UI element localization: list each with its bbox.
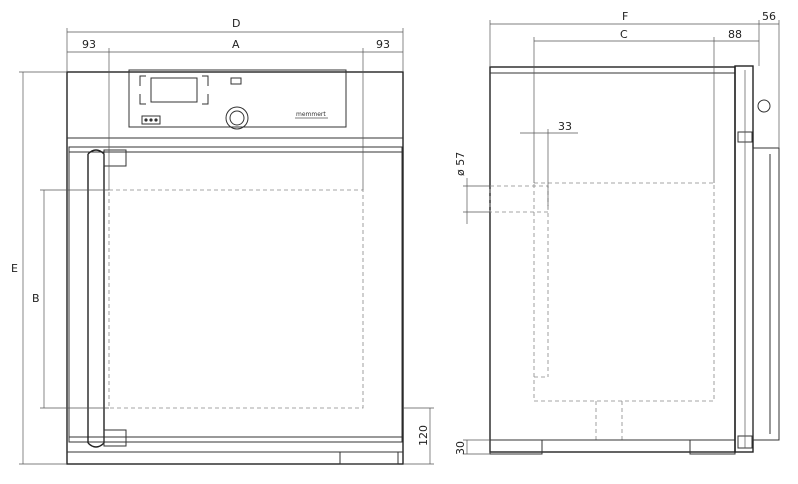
brand-logo: memmert — [296, 111, 326, 118]
dim-30-label: 30 — [454, 441, 467, 455]
panel-buttons — [141, 115, 161, 125]
dim-33-label: 33 — [558, 120, 572, 133]
dim-b-label: B — [32, 292, 40, 305]
side-view: F 56 C 88 33 ø 57 30 — [454, 10, 780, 455]
display-screen — [150, 77, 198, 103]
dim-e-label: E — [11, 262, 18, 275]
dim-f-label: F — [622, 10, 628, 23]
dim-88-label: 88 — [728, 28, 742, 41]
rotary-knob-outer — [225, 106, 249, 130]
display-right-bracket-bottom — [202, 94, 209, 105]
dim-c-label: C — [620, 28, 628, 41]
dim-56-label: 56 — [762, 10, 776, 23]
door-profile — [734, 65, 754, 453]
key-icon — [230, 77, 242, 85]
front-view: memmert D A 93 93 E B — [11, 17, 434, 465]
air-port-outline — [489, 185, 549, 213]
front-cabinet-outline — [66, 71, 404, 465]
side-inner-chamber — [533, 182, 715, 402]
dim-120-label: 120 — [417, 425, 430, 446]
inner-chamber-outline — [108, 189, 364, 409]
side-cabinet-outline — [489, 66, 736, 453]
rotary-knob-inner — [229, 110, 245, 126]
dim-a-label: A — [232, 38, 240, 51]
front-foot-right — [339, 451, 399, 465]
display-right-bracket-top — [202, 75, 209, 86]
panel-button-1 — [144, 118, 148, 122]
dim-d-label: D — [232, 17, 240, 30]
hinge-top — [103, 149, 127, 167]
side-knob — [757, 99, 771, 113]
display-left-bracket-bottom — [139, 94, 146, 105]
front-door — [68, 146, 403, 443]
side-foot-front — [489, 439, 543, 455]
door-handle-profile — [752, 147, 780, 441]
door-handle — [87, 149, 105, 448]
panel-button-2 — [149, 118, 153, 122]
panel-button-3 — [154, 118, 158, 122]
control-panel — [128, 69, 347, 128]
dim-93-right-label: 93 — [376, 38, 390, 51]
display-left-bracket-top — [139, 75, 146, 86]
dim-57-label: ø 57 — [454, 152, 467, 176]
hinge-bottom — [103, 429, 127, 447]
dim-93-left-label: 93 — [82, 38, 96, 51]
